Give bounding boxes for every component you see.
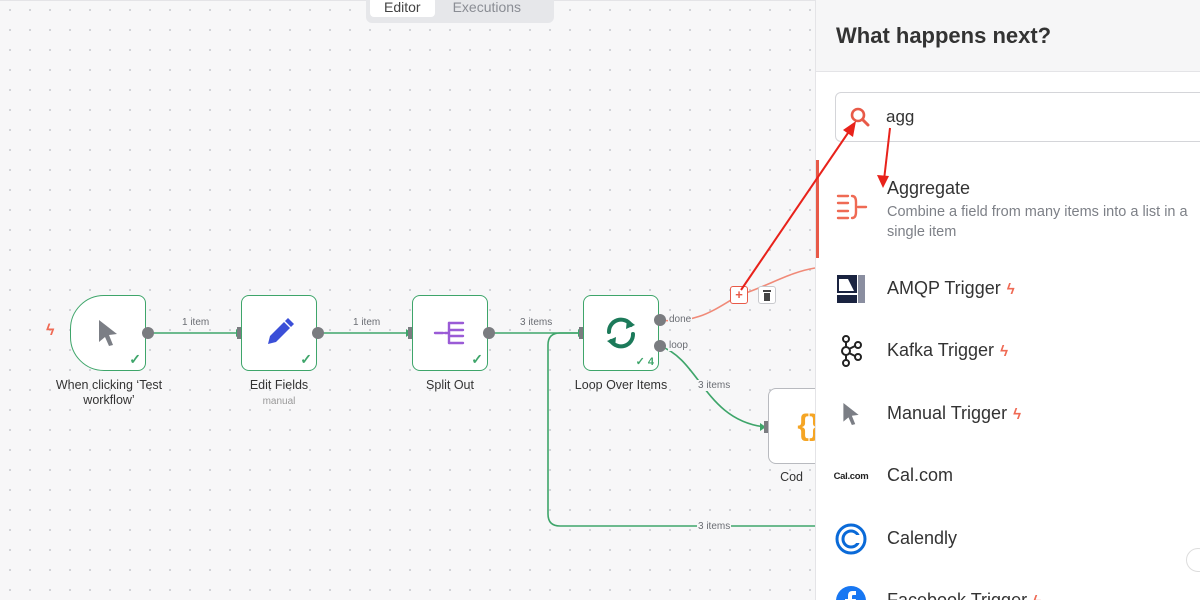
loop-done-port[interactable]: [654, 314, 666, 326]
success-check-icon: ✓: [471, 351, 483, 367]
node-item-aggregate[interactable]: Aggregate Combine a field from many item…: [816, 160, 1200, 258]
calcom-icon: Cal.com: [833, 470, 869, 482]
tab-executions[interactable]: Executions: [452, 0, 522, 15]
node-label: Edit Fields: [249, 378, 309, 392]
edit-fields-input-port[interactable]: [237, 327, 243, 339]
kafka-icon: [834, 334, 868, 368]
amqp-icon: [834, 272, 868, 306]
success-check-icon: ✓: [129, 351, 141, 367]
cursor-icon: [99, 320, 117, 346]
facebook-icon: [834, 584, 868, 600]
node-subtitle: manual: [262, 396, 296, 407]
split-icon: [433, 321, 465, 345]
edge-label-done: done: [668, 314, 693, 325]
loop-loop-port[interactable]: [654, 340, 666, 352]
aggregate-icon: [834, 190, 868, 224]
trigger-bolt-icon: ϟ: [1013, 406, 1022, 423]
node-edit-fields[interactable]: ✓: [241, 295, 317, 371]
node-label: Cod: [780, 470, 803, 484]
code-input-port[interactable]: [764, 421, 770, 433]
node-item-name: Aggregate: [887, 178, 971, 198]
pencil-icon: [268, 318, 294, 344]
node-creator-panel: What happens next? agg Aggregate Combine…: [815, 0, 1200, 600]
search-input[interactable]: agg: [835, 92, 1200, 142]
node-item-name: Calendly: [887, 528, 958, 548]
trigger-bolt-icon: ϟ: [1000, 343, 1009, 360]
run-count-badge: ✓ 4: [635, 356, 654, 368]
node-loop-over-items[interactable]: ✓ 4: [583, 295, 659, 371]
split-out-output-port[interactable]: [483, 327, 495, 339]
add-node-button[interactable]: +: [730, 286, 748, 304]
trigger-bolt-icon: ϟ: [1006, 281, 1015, 298]
edge-label: 3 items: [697, 521, 732, 532]
view-tabs: Editor Executions: [366, 0, 554, 23]
node-split-out[interactable]: ✓: [412, 295, 488, 371]
node-label: Loop Over Items: [574, 378, 668, 392]
braces-icon: {}: [797, 409, 821, 442]
loop-input-port[interactable]: [579, 327, 585, 339]
node-label: When clicking ‘Test workflow’: [55, 378, 163, 407]
trash-icon: [763, 290, 771, 301]
node-label: Split Out: [426, 378, 474, 392]
node-item-calcom[interactable]: Cal.com Cal.com: [816, 453, 1200, 499]
calendly-icon: [834, 522, 868, 556]
edge-label-loop: loop: [668, 340, 689, 351]
node-manual-trigger[interactable]: ✓: [70, 295, 146, 371]
trigger-bolt-icon: ϟ: [46, 322, 55, 339]
success-check-icon: ✓: [300, 351, 312, 367]
edge-label: 3 items: [519, 317, 554, 328]
search-value: agg: [886, 107, 915, 126]
trigger-output-port[interactable]: [142, 327, 154, 339]
panel-header: What happens next?: [816, 0, 1200, 72]
edge-label: 3 items: [697, 380, 732, 391]
node-item-calendly[interactable]: Calendly: [816, 516, 1200, 562]
edit-fields-output-port[interactable]: [312, 327, 324, 339]
split-out-input-port[interactable]: [408, 327, 414, 339]
delete-connection-button[interactable]: [758, 286, 776, 304]
trigger-bolt-icon: ϟ: [1033, 593, 1041, 600]
tab-editor[interactable]: Editor: [370, 0, 435, 17]
edge-label: 1 item: [181, 317, 211, 328]
panel-title: What happens next?: [836, 22, 1052, 48]
cursor-icon: [834, 397, 868, 431]
loop-icon: [606, 317, 636, 349]
node-item-description: Combine a field from many items into a l…: [887, 204, 1188, 240]
node-item-name: Cal.com: [887, 465, 954, 485]
scroll-handle[interactable]: [1186, 548, 1200, 572]
search-icon: [850, 107, 870, 127]
edge-label: 1 item: [352, 317, 382, 328]
